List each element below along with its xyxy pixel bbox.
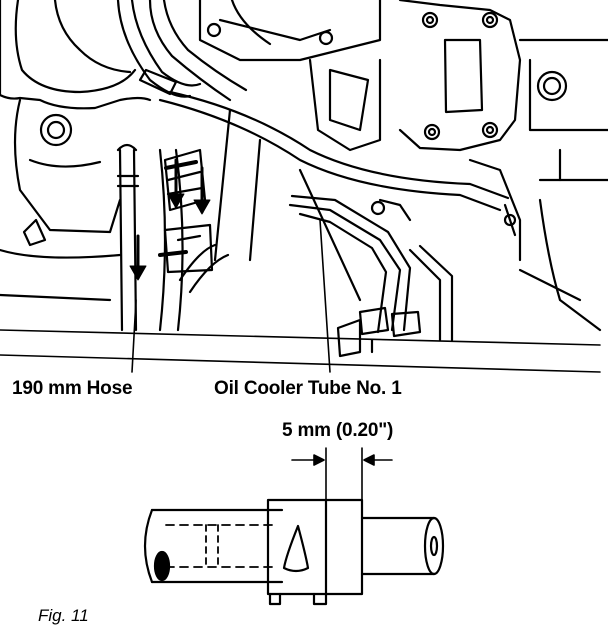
hose-label: 190 mm Hose <box>12 378 133 399</box>
engine-bay-drawing <box>0 0 608 373</box>
down-arrow-icon <box>129 158 211 281</box>
dimension-label: 5 mm (0.20") <box>282 420 394 441</box>
tube-leader-line <box>319 219 331 373</box>
figure-caption: Fig. 11 <box>38 606 89 625</box>
clamp-detail-drawing <box>143 498 445 606</box>
tube-label: Oil Cooler Tube No. 1 <box>214 378 402 399</box>
hose-leader-line <box>131 299 137 373</box>
dimension-arrow-icon <box>291 447 393 501</box>
